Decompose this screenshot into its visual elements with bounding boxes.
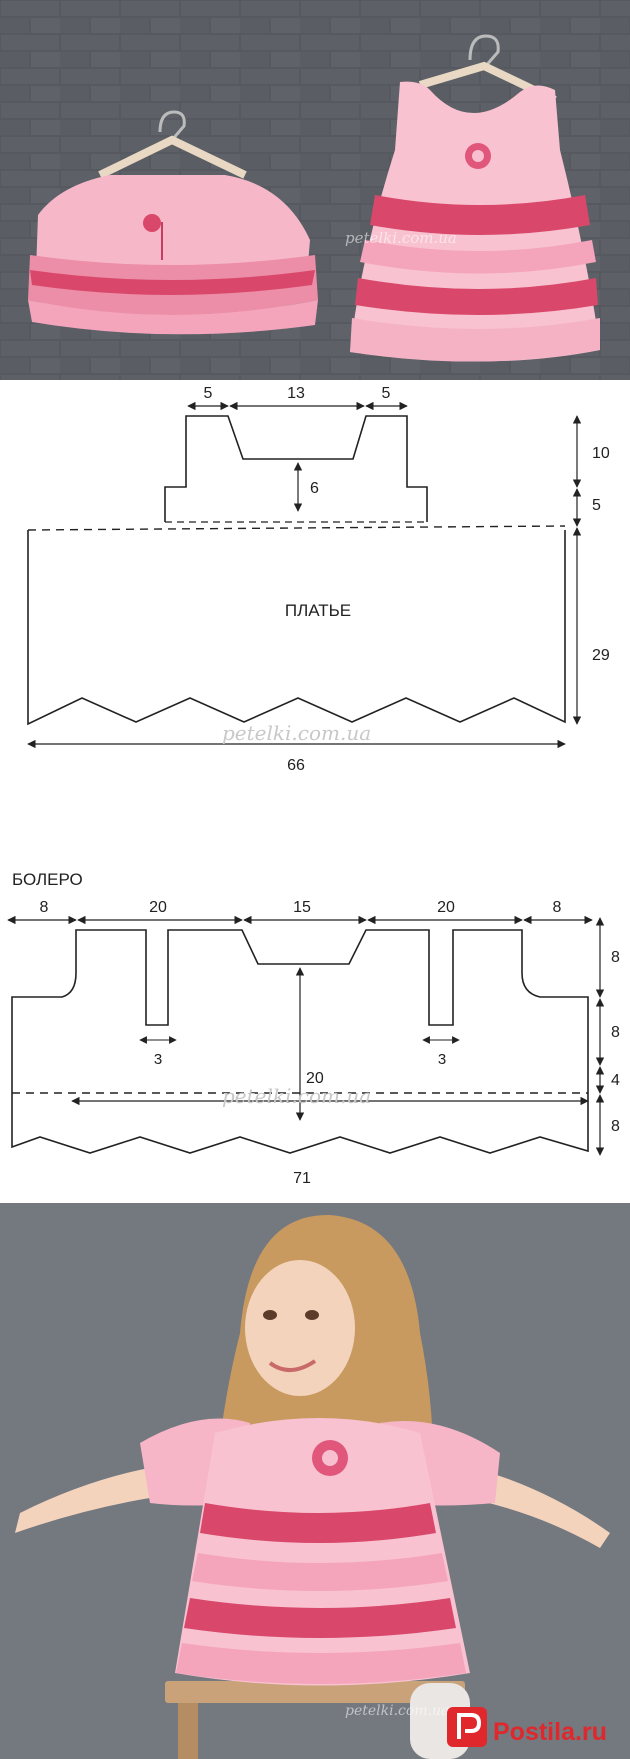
dress-schematic: 5 13 5 6 10 5 29 66 ПЛАТЬЕ petelki.com.u… <box>27 385 610 774</box>
dim-yoke-height: 10 <box>592 445 610 462</box>
dim-skirt-height: 29 <box>592 647 610 664</box>
dress-bodice-outline <box>164 415 428 522</box>
dim-shoulder-right: 5 <box>382 385 391 402</box>
watermark-dress: petelki.com.ua <box>222 721 371 745</box>
watermark-top: petelki.com.ua <box>345 229 457 247</box>
dim-bolero-sleeve-height: 8 <box>611 949 620 966</box>
postila-p-logo-icon <box>447 1707 487 1747</box>
dim-bolero-center-height: 20 <box>306 1070 324 1087</box>
dim-dress-width: 66 <box>287 757 305 774</box>
bolero-on-hanger <box>28 110 318 335</box>
dim-armhole: 5 <box>592 497 601 514</box>
dim-right-slit: 3 <box>438 1051 446 1068</box>
postila-logo[interactable]: Postila.ru <box>447 1703 622 1753</box>
dim-bolero-band: 4 <box>611 1072 620 1089</box>
watermark-bolero: petelki.com.ua <box>222 1084 371 1108</box>
watermark-bottom: petelki.com.ua <box>345 1703 449 1719</box>
dress-on-hanger <box>350 34 600 362</box>
hangers-photo-drawing: petelki.com.ua <box>0 0 630 380</box>
dim-bolero-hem: 8 <box>611 1118 620 1135</box>
bolero-outline <box>11 929 589 1154</box>
waist-dashed-line <box>27 525 566 531</box>
postila-logo-text: Postila.ru <box>493 1718 607 1746</box>
postila-logo-drawing: Postila.ru <box>447 1707 607 1747</box>
dim-bolero-right-front: 20 <box>437 899 455 916</box>
garments-on-hangers-photo: petelki.com.ua <box>0 0 630 380</box>
dim-bolero-right-edge: 8 <box>553 899 562 916</box>
bolero-schematic: БОЛЕРО 8 20 15 20 8 3 3 20 8 8 4 8 71 <box>7 870 620 1187</box>
dim-neck-depth: 6 <box>310 480 319 497</box>
girl-photo-drawing: petelki.com.ua <box>0 1203 630 1759</box>
dim-bolero-left-edge: 8 <box>40 899 49 916</box>
dim-bolero-left-front: 20 <box>149 899 167 916</box>
dim-neck-width: 13 <box>287 385 305 402</box>
bolero-pattern-diagram: БОЛЕРО 8 20 15 20 8 3 3 20 8 8 4 8 71 <box>0 855 630 1203</box>
dress-pattern-diagram: 5 13 5 6 10 5 29 66 ПЛАТЬЕ petelki.com.u… <box>0 380 630 855</box>
dress-skirt-outline <box>27 530 566 726</box>
dim-bolero-slit-height: 8 <box>611 1024 620 1041</box>
bolero-title: БОЛЕРО <box>12 870 83 889</box>
girl-wearing-set-photo: petelki.com.ua Postila.ru <box>0 1203 630 1759</box>
dim-left-slit: 3 <box>154 1051 162 1068</box>
dress-title: ПЛАТЬЕ <box>285 601 351 620</box>
dim-bolero-width: 71 <box>293 1170 311 1187</box>
dim-shoulder-left: 5 <box>204 385 213 402</box>
dim-bolero-back-neck: 15 <box>293 899 311 916</box>
